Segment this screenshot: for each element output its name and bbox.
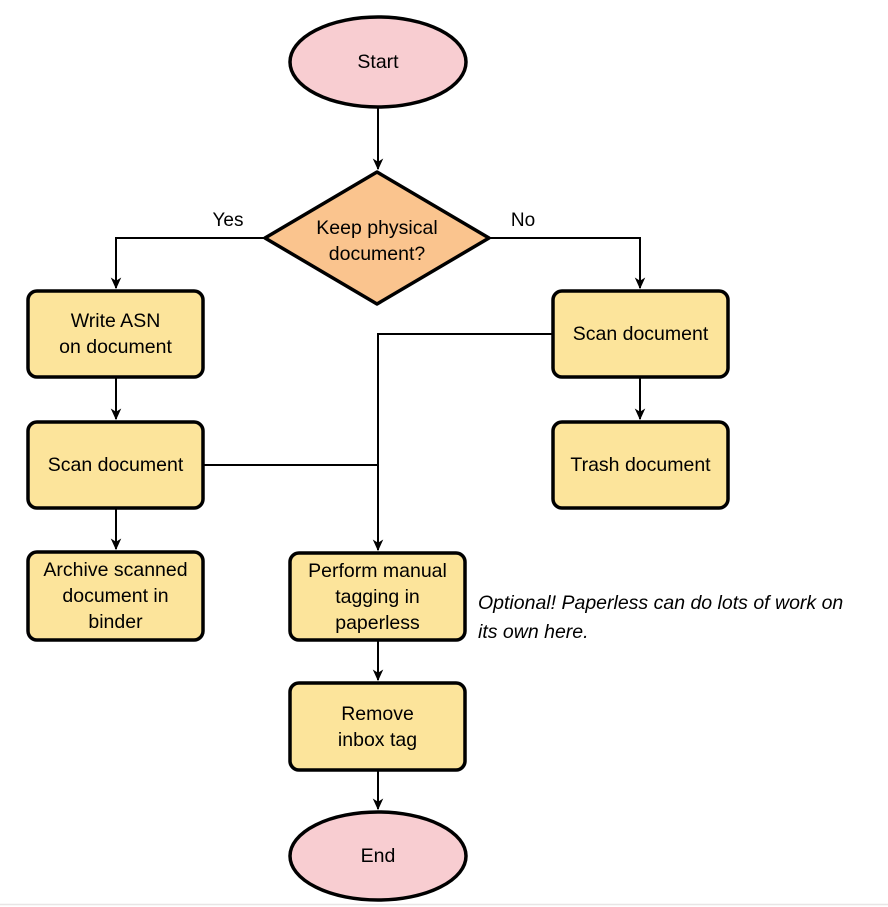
edge-decision-no-to-scan-right: [489, 237, 646, 290]
scan-document-left-process-shape: [26, 420, 205, 510]
edge-group: [110, 107, 646, 811]
trash-document-process-shape: [551, 420, 730, 510]
edge-scan-right-to-tagging: [372, 333, 553, 552]
edge-decision-yes-to-write-asn: [110, 237, 265, 290]
scan-document-right-process-shape: [551, 289, 730, 379]
decision-diamond-shape: [263, 170, 491, 306]
end-terminal-shape: [288, 810, 468, 902]
remove-inbox-tag-process-shape: [288, 681, 467, 772]
manual-tagging-process-shape: [288, 551, 467, 642]
archive-binder-process-shape: [26, 550, 205, 642]
write-asn-process-shape: [26, 289, 205, 379]
start-terminal-shape: [288, 15, 468, 109]
